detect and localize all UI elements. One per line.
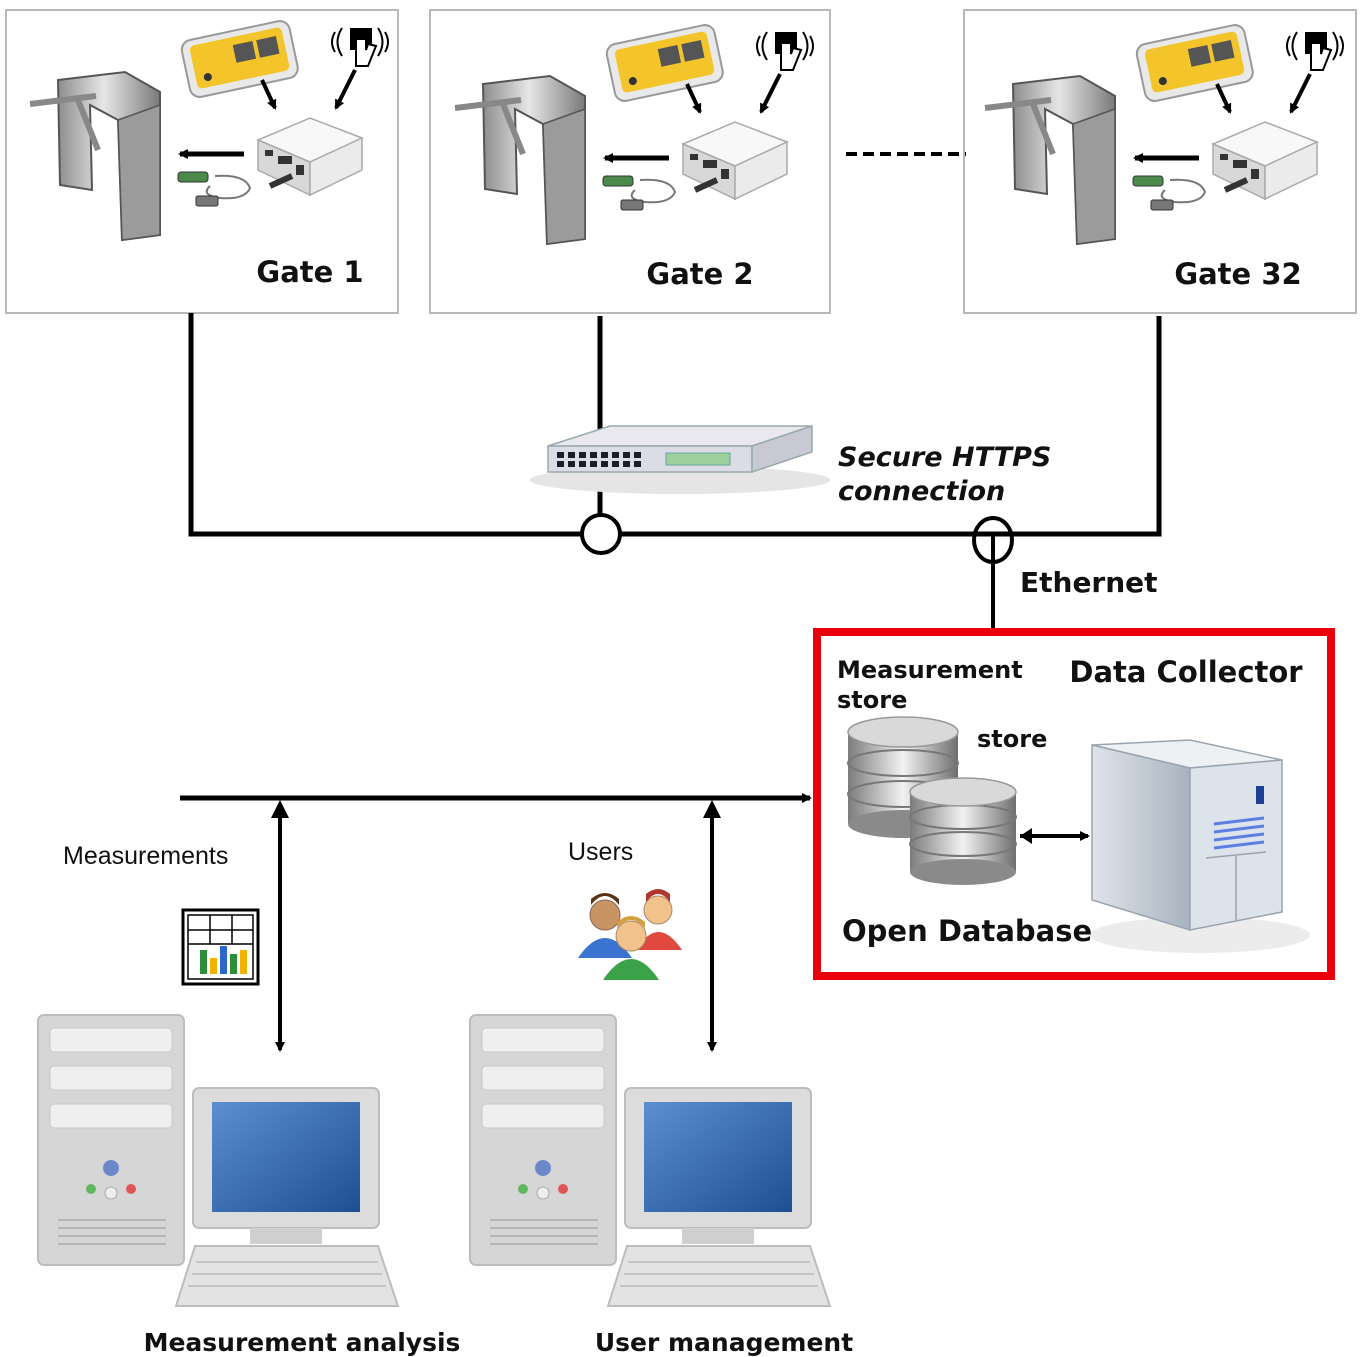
users-group-icon bbox=[578, 889, 682, 980]
measurement-analysis-computer bbox=[37, 1014, 399, 1307]
ethernet-junction bbox=[972, 516, 1014, 564]
gate-32-box: Gate 32 bbox=[963, 9, 1357, 314]
ethernet-label: Ethernet bbox=[1020, 566, 1158, 599]
https-label-line1: Secure HTTPS bbox=[838, 442, 1051, 473]
gate-2-box: Gate 2 bbox=[429, 9, 831, 314]
measurements-label: Measurements bbox=[63, 842, 228, 870]
client-bus bbox=[180, 793, 812, 1052]
store-label: store bbox=[977, 725, 1047, 753]
data-collector-box: Data Collector Measurement store store bbox=[813, 628, 1335, 980]
gate-32-label: Gate 32 bbox=[1174, 257, 1301, 291]
junction-node bbox=[580, 513, 622, 555]
users-label: Users bbox=[568, 838, 633, 866]
measurement-store-label-line1: Measurement bbox=[837, 656, 1023, 684]
gate-1-label: Gate 1 bbox=[256, 255, 363, 289]
network-switch-icon bbox=[530, 424, 830, 494]
https-label-line2: connection bbox=[838, 476, 1005, 507]
open-database-label: Open Database bbox=[842, 914, 1092, 948]
gate-1-box: Gate 1 bbox=[5, 9, 399, 314]
gate-2-label: Gate 2 bbox=[646, 257, 753, 291]
measurement-store-label-line2: store bbox=[837, 686, 907, 714]
measurement-analysis-label: Measurement analysis bbox=[144, 1328, 461, 1357]
data-collector-title: Data Collector bbox=[1069, 655, 1303, 689]
user-management-computer bbox=[469, 1014, 831, 1307]
database-icon bbox=[847, 716, 1017, 885]
user-management-label: User management bbox=[595, 1328, 853, 1357]
report-chart-icon bbox=[181, 908, 260, 986]
server-icon bbox=[1090, 739, 1310, 953]
